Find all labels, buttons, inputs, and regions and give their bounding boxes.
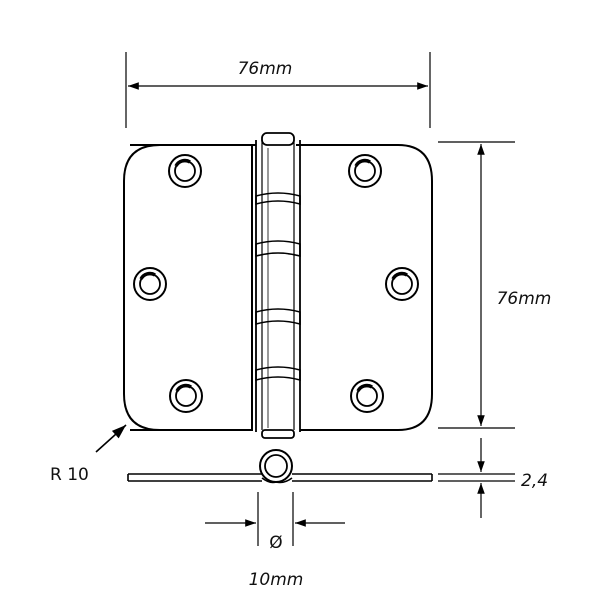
screw-hole [350, 379, 384, 413]
radius-label: R 10 [50, 465, 89, 485]
width-dimension: 76mm [125, 52, 431, 128]
screw-hole [385, 267, 419, 301]
hinge-side-view [127, 449, 433, 484]
screw-hole [168, 154, 202, 188]
pin-diameter-symbol: Ø [269, 533, 282, 553]
pin-diameter-label: 10mm [249, 570, 304, 590]
thickness-dimension: 2,4 [438, 438, 548, 518]
hinge-knuckle [255, 132, 301, 439]
screw-holes [133, 154, 419, 413]
hinge-plate [123, 144, 433, 431]
radius-callout: R 10 [50, 424, 127, 485]
thickness-label: 2,4 [521, 471, 548, 491]
knuckle-bands [255, 192, 301, 382]
screw-hole [348, 154, 382, 188]
height-dimension: 76mm [438, 141, 552, 429]
screw-hole [133, 267, 167, 301]
width-label: 76mm [238, 59, 293, 79]
pin-diameter-dimension: Ø 10mm [205, 492, 345, 590]
height-label: 76mm [497, 289, 552, 309]
screw-hole [169, 379, 203, 413]
